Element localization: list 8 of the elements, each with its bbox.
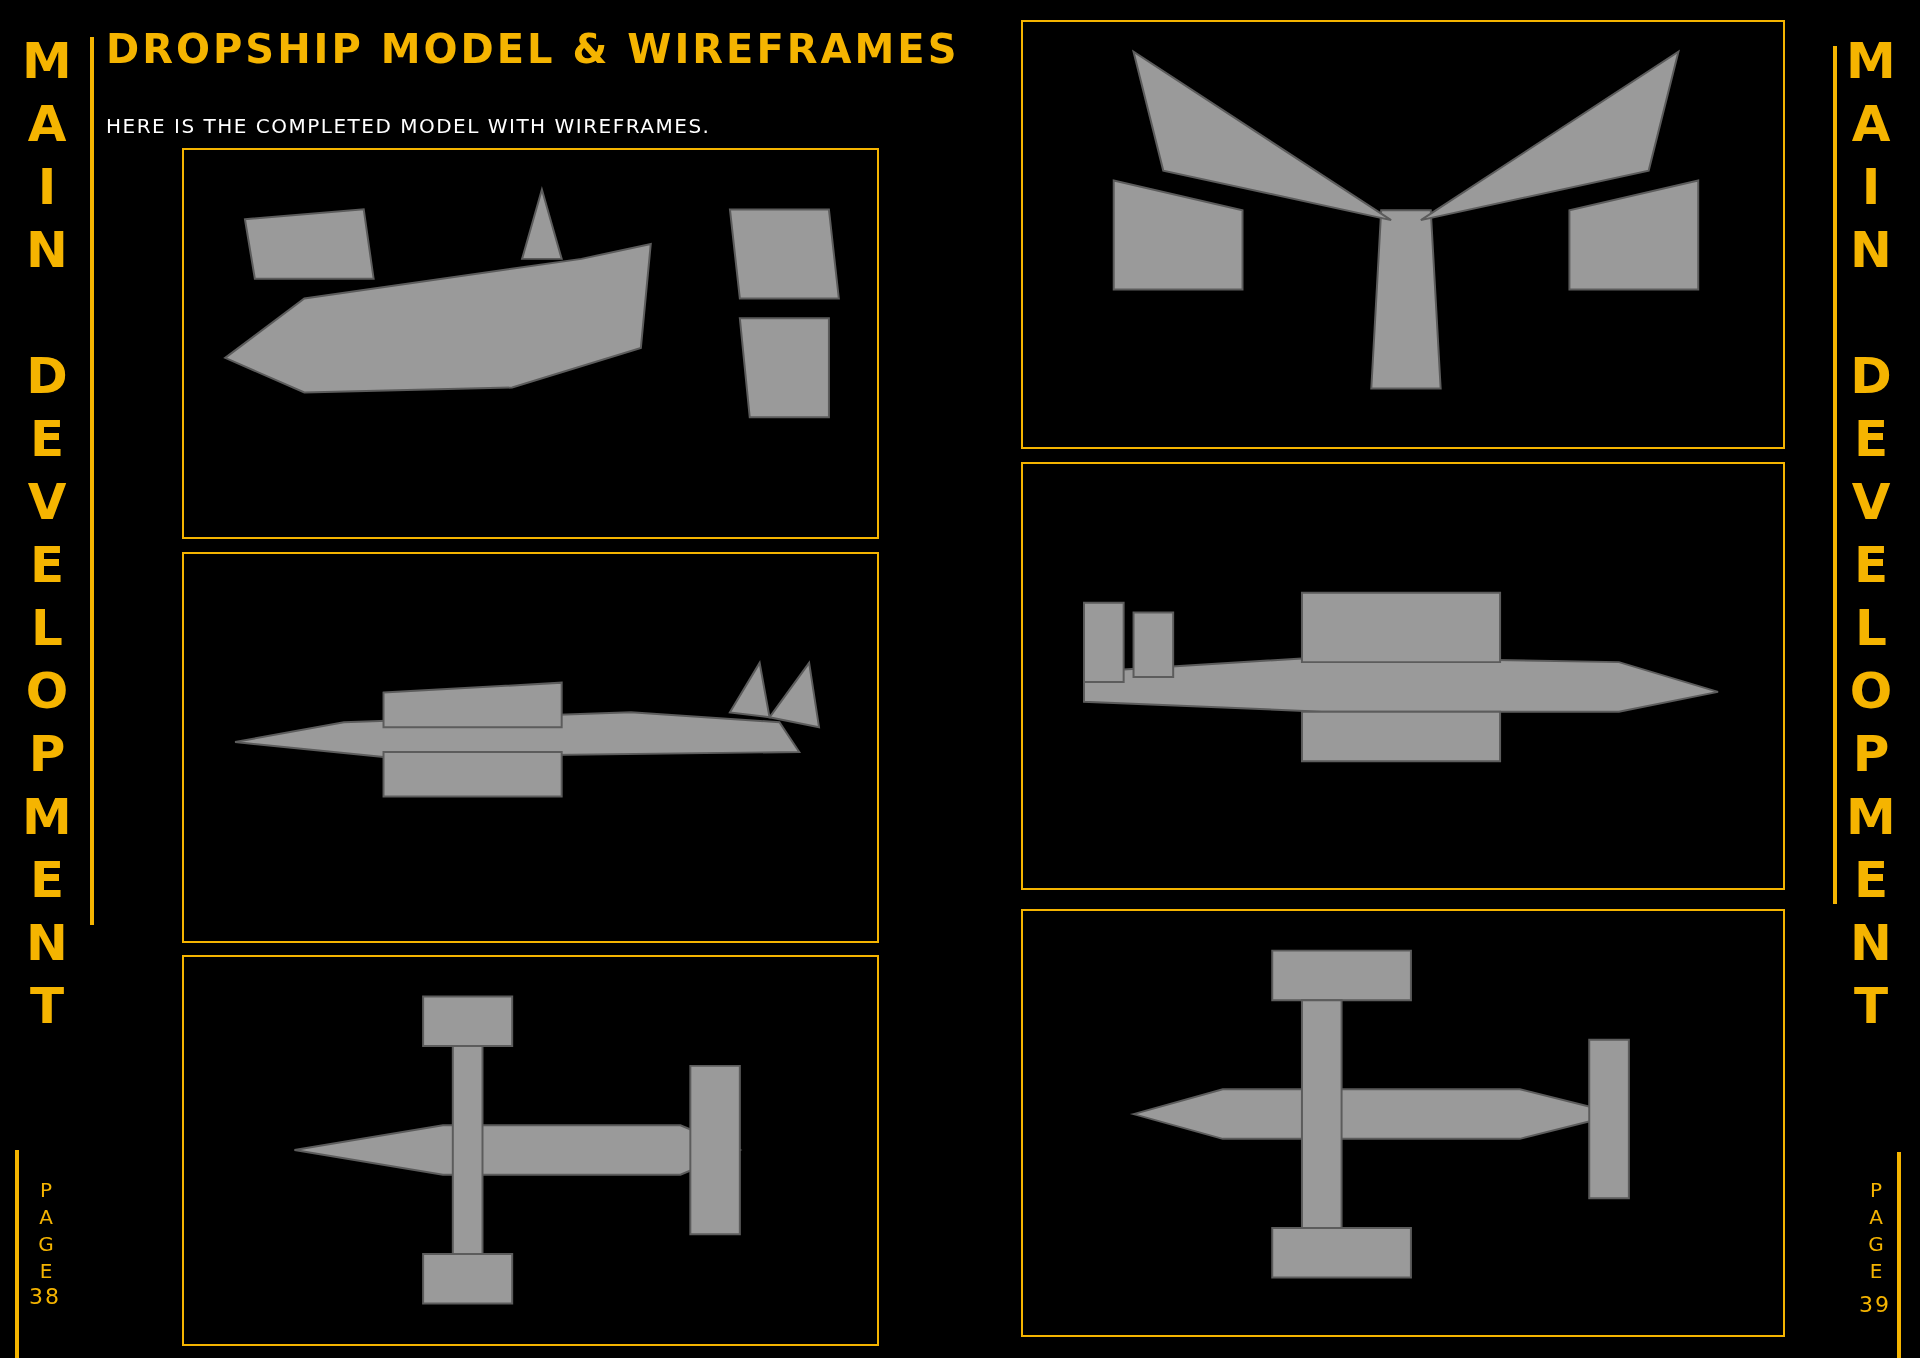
page-label: PAGE [36,1178,56,1286]
intro-text: HERE IS THE COMPLETED MODEL WITH WIREFRAMES. [106,114,711,138]
page-number: 39 [1859,1292,1891,1317]
page-title: DROPSHIP MODEL & WIREFRAMES [106,26,960,72]
side-heading: MAIN DEVELOPMENT [22,32,72,1040]
page-number: 38 [29,1284,61,1309]
side-heading: MAIN DEVELOPMENT [1846,32,1896,1040]
page-label: PAGE [1866,1178,1886,1286]
